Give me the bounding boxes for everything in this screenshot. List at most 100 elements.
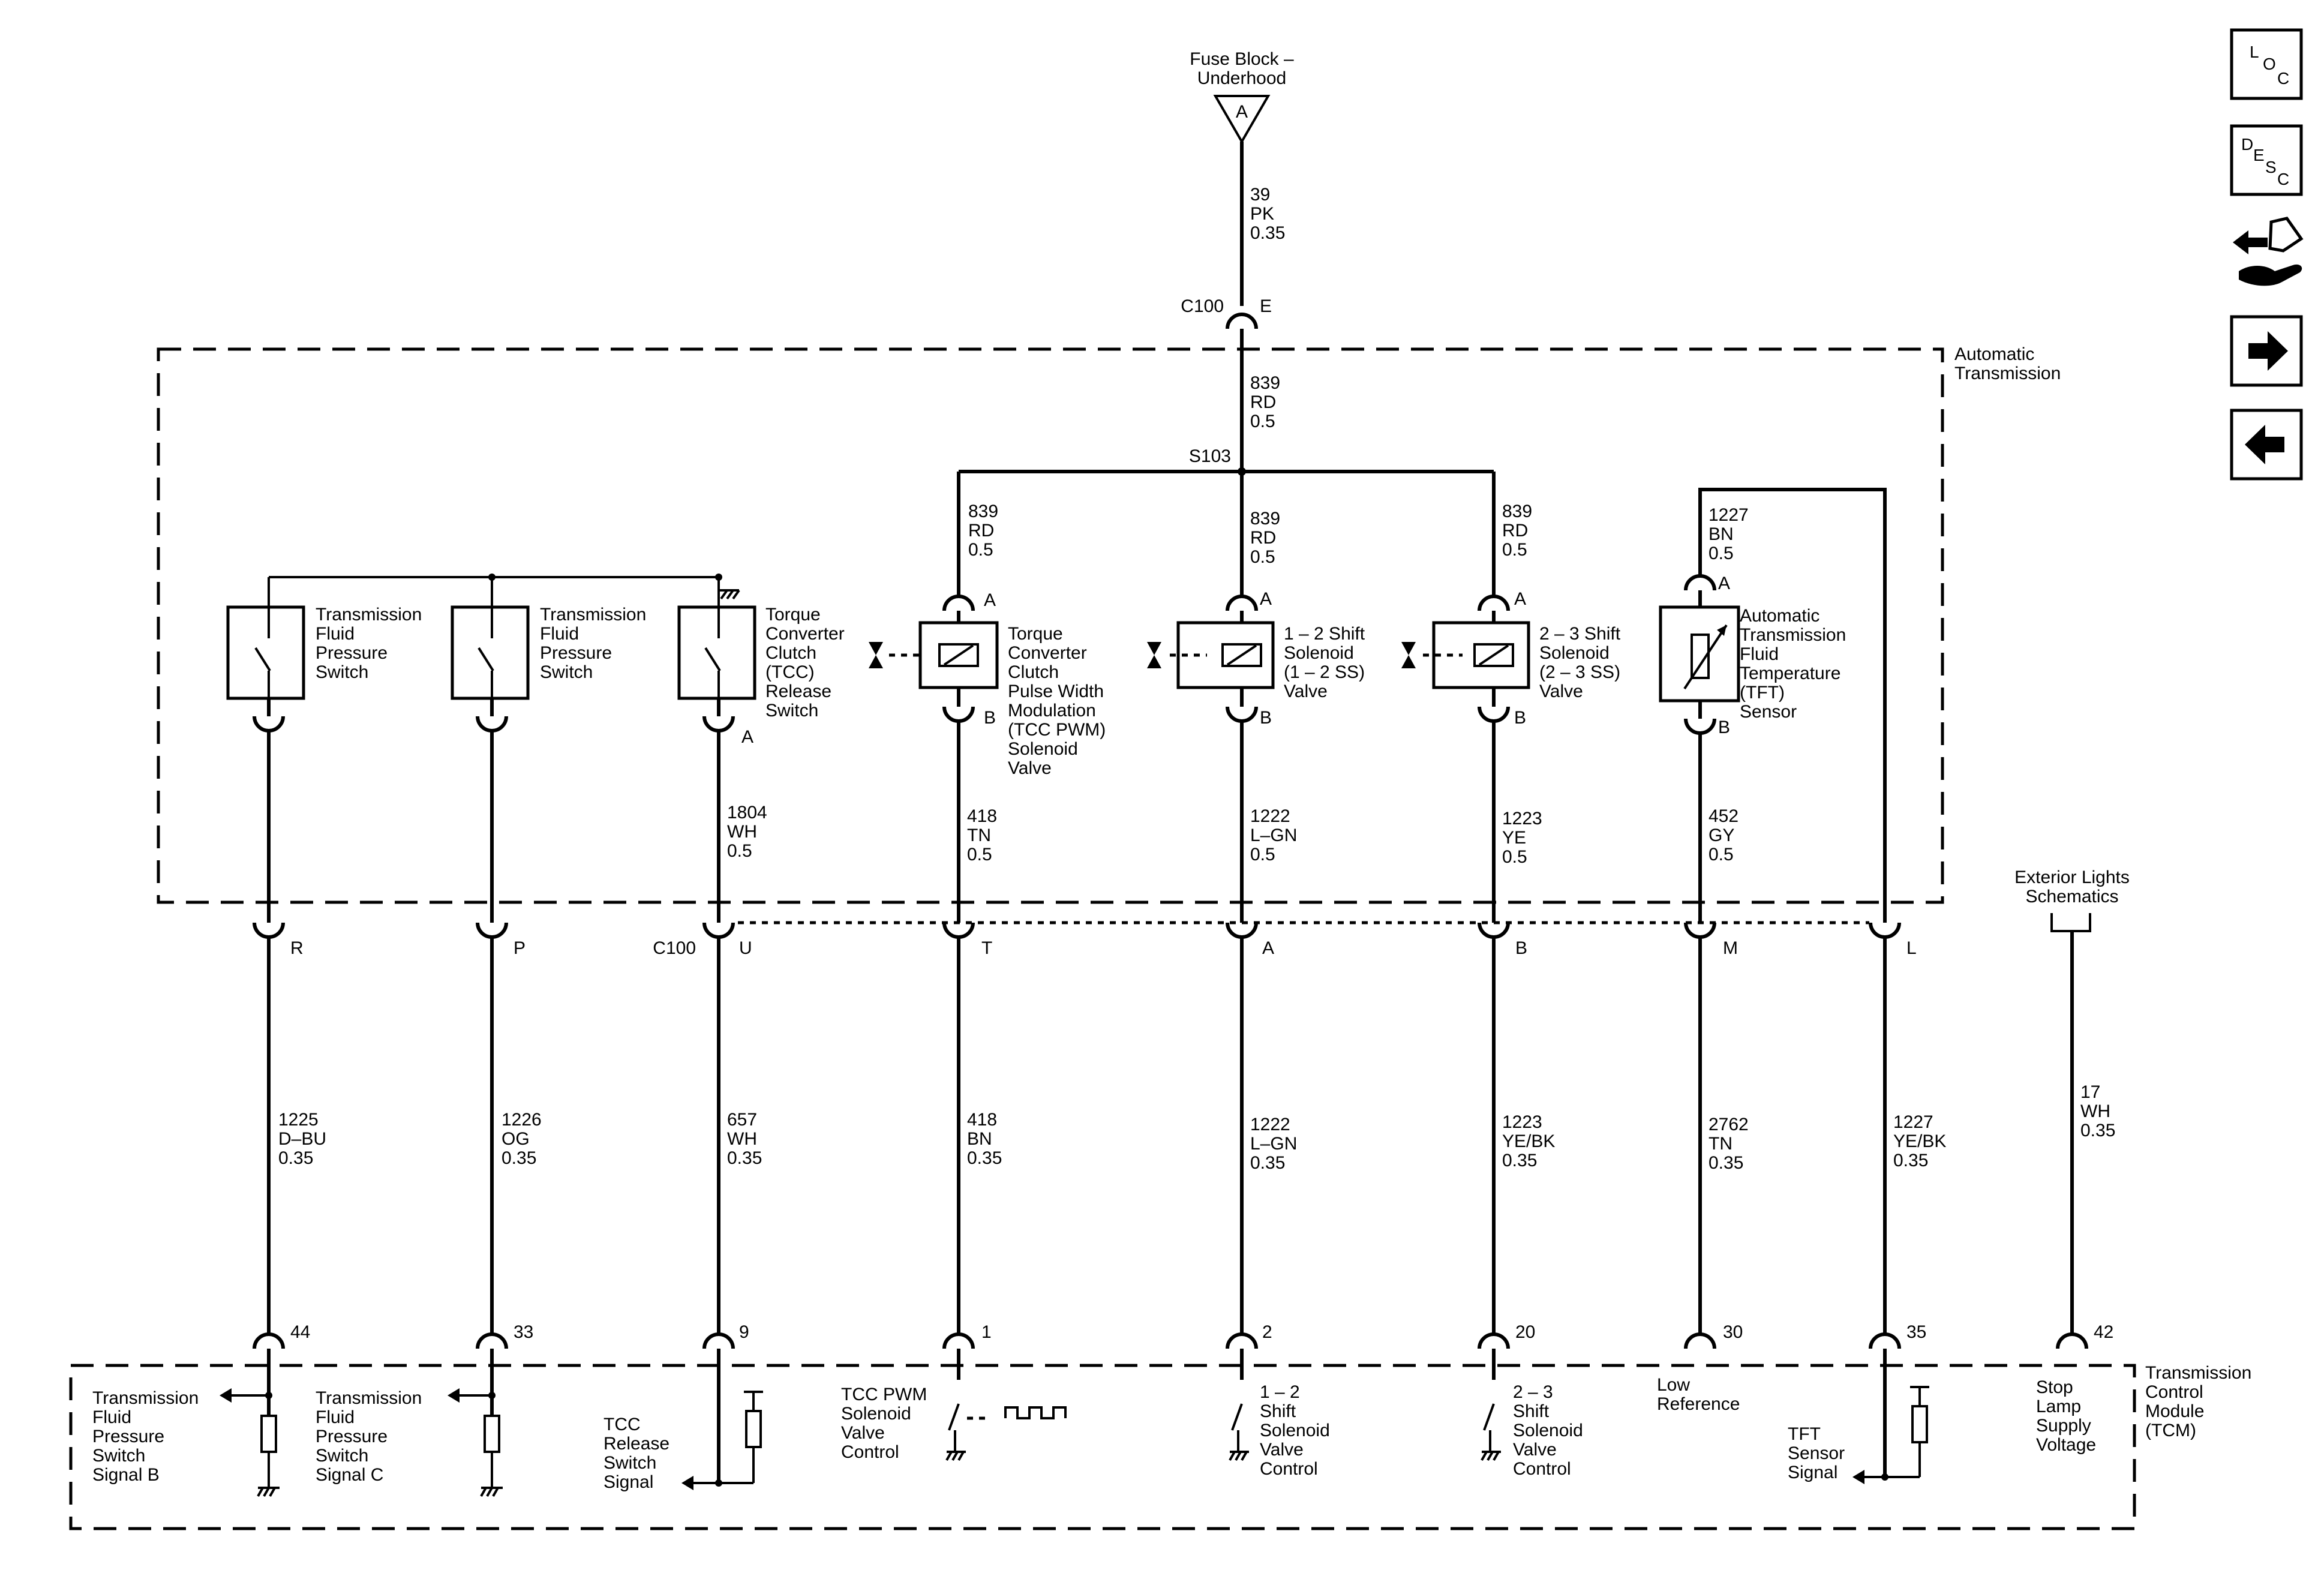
wire-label: 657 [727,1110,757,1130]
component-label: Transmission [1740,625,1846,645]
loc-button[interactable]: L O C [2230,28,2303,100]
connector [253,716,285,733]
tcm-function-label: Transmission [316,1388,422,1408]
component-label: Solenoid [1539,643,1610,663]
wire-label: YE/BK [1893,1131,1946,1151]
wire-label: 1227 [1893,1112,1933,1132]
tft-sensor [1659,574,1740,735]
tcm-function-label: 2 – 3 [1513,1382,1553,1402]
tcm-function-label: Solenoid [1513,1421,1583,1440]
component-label: Solenoid [1008,739,1078,759]
wire-1227-bn-loop [1698,488,1887,907]
pin-label: 42 [2094,1322,2113,1342]
wire-label: L–GN [1250,825,1297,845]
branch-labels: 839 RD 0.5 839 RD 0.5 839 RD 0.5 1227 BN… [968,502,1749,567]
wire-label: BN [967,1129,992,1149]
component-label: Switch [765,701,818,721]
component-label: Switch [316,662,368,682]
wire-label: 0.5 [1709,845,1734,864]
pin-label: 33 [514,1322,533,1342]
desc-button[interactable]: D E S C [2230,124,2303,196]
wire-label: 839 [1502,502,1532,521]
fuse-letter: A [1236,102,1248,122]
pin-label: T [981,938,992,958]
wire-label: 39 [1250,185,1270,205]
tcm-function-label: Fluid [92,1407,131,1427]
module-label: Transmission [1954,364,2061,383]
tcm-function-label: Control [1513,1459,1571,1479]
fuse-block-label: Fuse Block – [1190,49,1294,69]
connector [702,716,735,733]
tcm-input-tcc-release [681,1349,763,1490]
tcm-function-label: Switch [603,1453,656,1473]
tcm-function-label: Valve [841,1423,885,1443]
wire-label: 0.5 [1502,847,1527,867]
desc-letter: S [2265,158,2277,176]
component-label: (2 – 3 SS) [1539,662,1620,682]
component-label: Switch [540,662,593,682]
connector-name: C100 [1181,296,1224,316]
wire-label: 1227 [1709,505,1749,525]
pin-label: A [1260,589,1272,609]
module-label: Transmission [2145,1363,2251,1383]
pin-label: A [984,590,996,610]
tcm-function-label: 1 – 2 [1260,1382,1300,1402]
wire-label: PK [1250,204,1274,224]
wire-label: 839 [968,502,998,521]
component-label: Pressure [540,643,612,663]
wire-label: 0.35 [2080,1121,2115,1140]
pin-label: B [1260,708,1272,728]
tcm-function-label: Reference [1657,1394,1740,1414]
wire-label: 1223 [1502,1112,1542,1132]
module-label: (TCM) [2145,1421,2196,1440]
pin-label: 30 [1723,1322,1743,1342]
desc-letter: C [2277,170,2289,188]
loc-letter: C [2277,69,2289,88]
arrow-left-icon[interactable] [2230,409,2303,481]
pin-label: M [1723,938,1738,958]
pin-label: U [739,938,752,958]
mid-wire-labels: 1804 WH 0.5 418 TN 0.5 1222 L–GN 0.5 122… [727,803,1739,867]
wire-label: 2762 [1709,1115,1749,1134]
wire-label: 1225 [278,1110,319,1130]
splice-label: S103 [1189,446,1231,466]
tcm-function-label: Supply [2036,1416,2091,1436]
tcm-function-label: Shift [1260,1401,1296,1421]
wire-label: 1226 [502,1110,542,1130]
connector-diagnostic-icon[interactable] [2233,217,2304,286]
component-label: 1 – 2 Shift [1284,624,1365,644]
component-label: Transmission [316,605,422,625]
pressure-switch-1 [226,605,305,700]
component-label: (TCC) [765,662,815,682]
component-label: Clutch [765,643,816,663]
pin-label: 2 [1262,1322,1272,1342]
component-label: Torque [765,605,821,625]
pin-label: 35 [1906,1322,1926,1342]
tcm-function-label: Signal [603,1472,653,1492]
connector [476,716,508,733]
wire-label: 0.5 [1502,540,1527,560]
tcm-function-label: Control [1260,1459,1318,1479]
tcm-function-label: Voltage [2036,1435,2096,1455]
wire-label: YE/BK [1502,1131,1555,1151]
component-label: Fluid [540,624,579,644]
tcm-function-label: Pressure [92,1427,164,1446]
loc-letter: L [2250,43,2259,61]
tcm-function-label: Sensor [1788,1443,1845,1463]
wire-label: 0.5 [1250,412,1275,431]
wire-label: 1222 [1250,1115,1290,1134]
component-label: Pulse Width [1008,682,1104,701]
wire-label: 0.35 [278,1148,313,1168]
page-reference-symbol[interactable] [2050,913,2091,932]
ground-icon [719,589,740,600]
reference-label: Exterior Lights [2014,867,2130,887]
wire-label: 0.35 [502,1148,536,1168]
wire-label: 1804 [727,803,767,822]
wire-label: RD [968,521,994,541]
arrow-right-icon[interactable] [2230,315,2303,387]
tcm-function-label: Switch [316,1446,368,1466]
wire-label: WH [727,822,757,842]
wire-label: 418 [967,806,997,826]
lower-wire-labels: 1225 D–BU 0.35 1226 OG 0.35 657 WH 0.35 … [278,1082,2115,1173]
pin-label: B [1515,938,1527,958]
